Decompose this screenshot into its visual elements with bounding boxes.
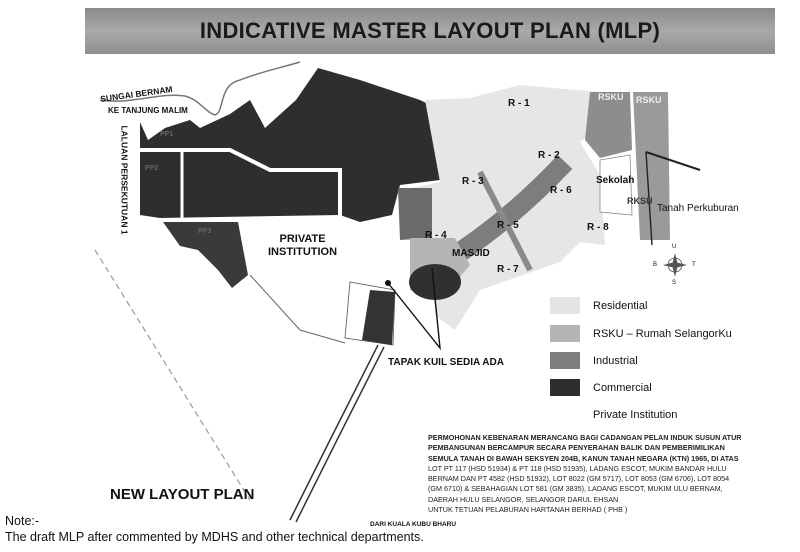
label-pp1: PP1 [160, 131, 174, 138]
road-to-kkb [289, 344, 379, 521]
legend-label: Commercial [593, 381, 652, 394]
map-title: INDICATIVE MASTER LAYOUT PLAN (MLP) [199, 18, 661, 43]
legend-item-rsku: RSKU – Rumah SelangorKu [550, 325, 732, 342]
compass-west: B [653, 262, 658, 268]
application-line: PEMBANGUNAN BERCAMPUR SECARA PENYERAHAN … [428, 443, 725, 453]
label-pp2: PP2 [145, 165, 159, 172]
legend-item-industrial: Industrial [550, 352, 638, 369]
legend-item-commercial: Commercial [550, 379, 652, 396]
label-to-tanjung-malim: KE TANJUNG MALIM [108, 106, 188, 115]
label-mosque: MASJID [452, 248, 490, 259]
temple-pointer [387, 267, 441, 351]
river-line [99, 61, 301, 116]
zone-commercial-pp3 [163, 222, 248, 288]
compass-east: T [692, 262, 696, 268]
cemetery-line [645, 151, 653, 246]
title-banner: INDICATIVE MASTER LAYOUT PLAN (MLP) [85, 8, 775, 54]
road-cadangan-1 [140, 148, 342, 220]
label-rsku-2: RSKU [636, 95, 662, 105]
zone-rsku-right [633, 92, 670, 240]
highway-dashed [94, 249, 251, 501]
note-heading: Note:- [5, 514, 40, 528]
label-r5: R - 5 [497, 220, 519, 231]
temple-marker [385, 280, 391, 286]
legend-swatch [550, 406, 580, 423]
label-private-institution: PRIVATE INSTITUTION [268, 233, 338, 258]
zone-industrial-strip [477, 170, 533, 272]
label-federal-route: LALUAN PERSEKUTUAN 1 [119, 125, 130, 235]
legend-label: Residential [593, 299, 648, 312]
compass-rose [663, 253, 687, 277]
application-line: UNTUK TETUAN PELABURAN HARTANAH BERHAD (… [428, 505, 628, 515]
label-pp3: PP3 [198, 228, 212, 235]
note-text: The draft MLP after commented by MDHS an… [5, 530, 424, 544]
label-r8: R - 8 [587, 222, 609, 233]
label-r2: R - 2 [538, 150, 560, 161]
zone-commercial-main [140, 68, 440, 222]
legend-label: RSKU – Rumah SelangorKu [593, 327, 732, 340]
label-school: Sekolah [596, 175, 635, 186]
compass-north: U [672, 244, 677, 250]
application-line: LOT PT 117 (HSD 51934) & PT 118 (HSD 519… [428, 463, 727, 473]
legend-item-private-institution: Private Institution [550, 406, 677, 423]
legend-swatch [550, 325, 580, 342]
application-line: PERMOHONAN KEBENARAN MERANCANG BAGI CADA… [428, 433, 742, 442]
zone-rsku-left [585, 92, 632, 158]
legend-swatch [550, 352, 580, 369]
label-r1: R - 1 [508, 98, 530, 109]
label-r6: R - 6 [550, 185, 572, 196]
legend-label: Private Institution [593, 408, 678, 421]
label-new-layout-plan: NEW LAYOUT PLAN [110, 486, 255, 503]
label-from-kkb: DARI KUALA KUBU BHARU [370, 521, 457, 528]
label-r3: R - 3 [462, 176, 484, 187]
label-rsku-1: RSKU [598, 92, 624, 102]
road-edge [249, 274, 346, 344]
legend-swatch [550, 379, 580, 396]
label-cemetery: Tanah Perkuburan [657, 203, 739, 214]
compass-south: S [672, 280, 677, 286]
label-temple-site: TAPAK KUIL SEDIA ADA [388, 357, 504, 368]
application-text: PERMOHONAN KEBENARAN MERANCANG BAGI CADA… [428, 433, 741, 515]
application-line: DAERAH HULU SELANGOR, SELANGOR DARUL EHS… [428, 494, 619, 504]
application-line: BERNAM DAN PT 4582 (HSD 51932), LOT 8022… [428, 474, 730, 484]
cemetery-pointer [645, 151, 701, 171]
zone-industrial-ppa [398, 188, 432, 240]
legend-swatch [550, 297, 580, 314]
label-r4: R - 4 [425, 230, 447, 241]
road-to-kkb-2 [295, 346, 385, 523]
label-rksu: RKSU [627, 196, 653, 206]
legend-item-residential: Residential [550, 297, 647, 314]
application-line: (GM 6710) & SEBAHAGIAN LOT 581 (GM 3835)… [428, 484, 723, 494]
legend-label: Industrial [593, 354, 638, 367]
label-r7: R - 7 [497, 264, 519, 275]
zone-school [599, 154, 633, 216]
zone-commercial-plot [362, 290, 395, 345]
zone-commercial-south [409, 264, 461, 300]
application-line: SEMULA TANAH DI BAWAH SEKSYEN 204B, KANU… [428, 453, 739, 463]
